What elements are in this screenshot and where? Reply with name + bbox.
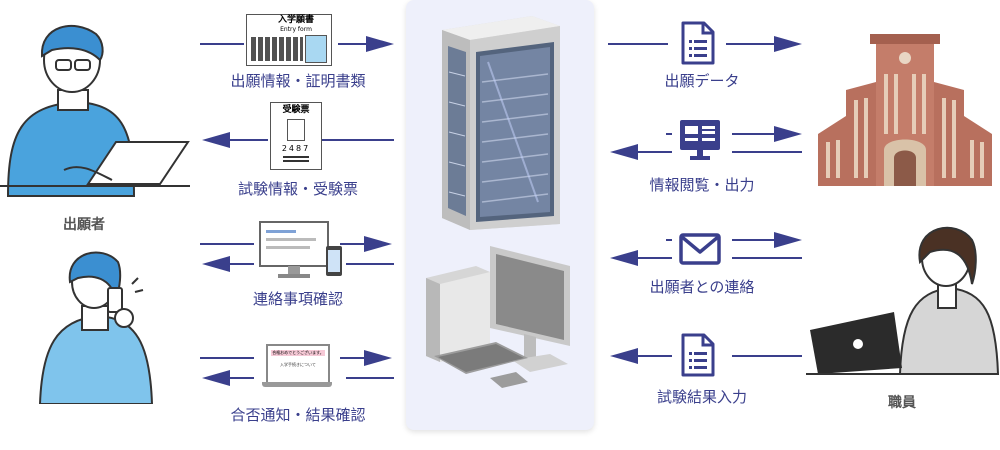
arrow-left-exam-info — [202, 132, 394, 148]
entry-form-subtitle: Entry form — [280, 26, 312, 33]
document-icon-result — [681, 333, 715, 377]
applicant-label: 出願者 — [63, 217, 105, 233]
photo-icon — [305, 35, 327, 63]
entry-form-icon: 入学願書 Entry form — [246, 14, 332, 66]
document-icon — [681, 21, 715, 65]
ticket-number: 2487 — [281, 144, 311, 153]
arrows-contact — [610, 232, 802, 266]
label-application: 出願情報・証明書類 — [230, 72, 366, 90]
label-contact: 出願者との連絡 — [649, 278, 755, 296]
arrow-right-app-data — [608, 36, 802, 52]
arrows-result-confirm — [200, 350, 394, 386]
applicant-phone-illustration — [38, 251, 154, 404]
university-building-illustration — [818, 34, 992, 186]
monitor-phone-icon — [259, 221, 342, 278]
laptop-screen: 合格おめでとうございます。 入学手続きについて — [266, 344, 330, 384]
arrows-contact-confirm — [200, 236, 394, 272]
staff-illustration — [806, 226, 1000, 375]
label-app-data: 出願データ — [664, 72, 740, 90]
laptop-screen-line1: 合格おめでとうございます。 — [271, 350, 325, 356]
applicant-pc-illustration — [0, 25, 190, 197]
arrow-left-result-input — [610, 348, 802, 364]
arrows-view-output — [610, 126, 802, 160]
ticket-photo — [287, 119, 305, 141]
label-result-confirm: 合否通知・結果確認 — [230, 406, 366, 424]
exam-ticket-icon: 受験票 2487 — [270, 102, 322, 170]
staff-label: 職員 — [888, 395, 916, 411]
label-result-input: 試験結果入力 — [656, 388, 747, 406]
mail-icon — [679, 233, 721, 265]
label-view-output: 情報閲覧・出力 — [649, 176, 755, 194]
display-icon — [680, 120, 720, 160]
laptop-result-icon: 合格おめでとうございます。 入学手続きについて — [262, 344, 332, 388]
entry-form-title: 入学願書 — [277, 15, 314, 25]
ticket-title: 受験票 — [282, 105, 310, 115]
desktop-pc-icon — [426, 246, 570, 388]
label-contact-confirm: 連絡事項確認 — [252, 290, 343, 308]
server-rack-icon — [442, 16, 560, 230]
laptop-screen-line2: 入学手続きについて — [280, 362, 316, 367]
label-exam-info: 試験情報・受験票 — [237, 180, 358, 198]
arrow-right-application — [200, 36, 394, 52]
